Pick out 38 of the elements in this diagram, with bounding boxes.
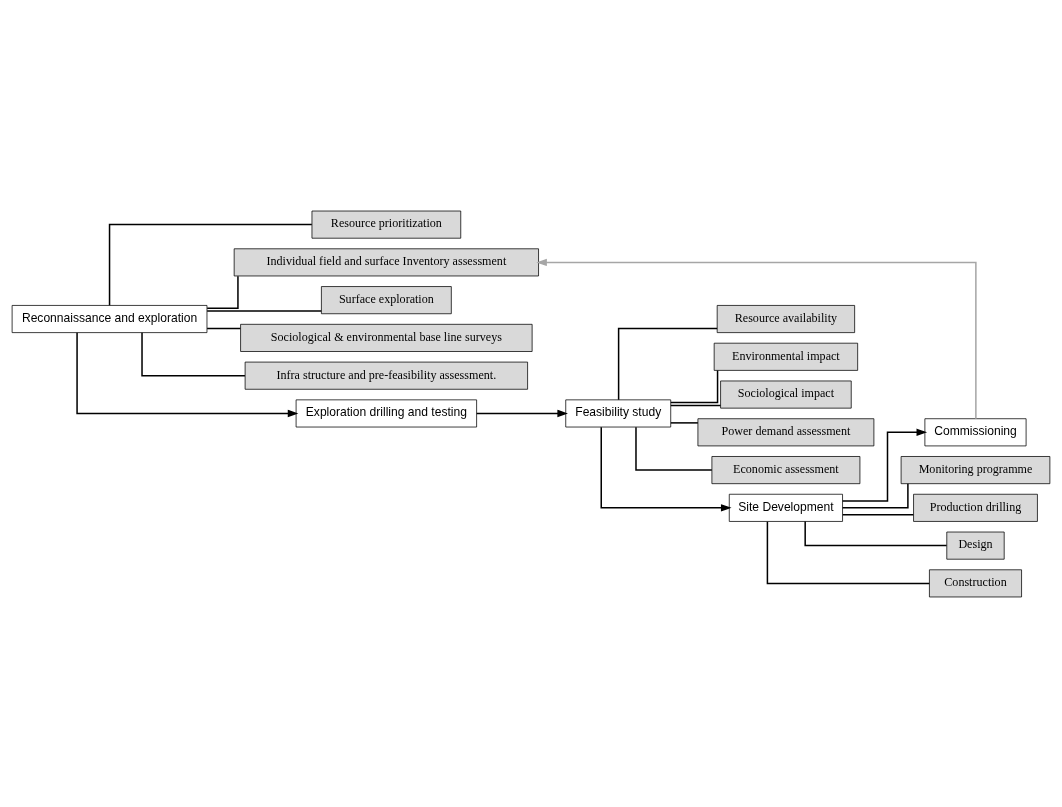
- connector: [617, 327, 718, 401]
- arrow: [841, 428, 928, 502]
- node-box: Resource availability: [716, 304, 856, 333]
- node-box: Resource prioritization: [311, 210, 462, 239]
- connector: [108, 223, 313, 306]
- arrow: [475, 409, 568, 417]
- connector: [635, 425, 713, 471]
- node-box: Power demand assessment: [697, 417, 875, 446]
- node-box: Surface exploration: [321, 285, 452, 314]
- connector: [141, 331, 246, 376]
- node-box: Environmental impact: [713, 342, 859, 371]
- connector: [670, 404, 722, 406]
- node-box: Sociological & environmental base line surveys: [240, 323, 533, 352]
- arrow: [600, 425, 732, 512]
- connector: [841, 482, 909, 509]
- node-box: Production drilling: [913, 493, 1038, 522]
- node-box: Site Development: [728, 493, 843, 522]
- node-box: Exploration drilling and testing: [295, 398, 477, 427]
- connector: [842, 513, 915, 515]
- node-box: Feasibility study: [565, 398, 672, 427]
- arrow: [76, 331, 299, 417]
- node-box: Design: [946, 531, 1005, 560]
- connector: [766, 520, 931, 584]
- node-box: Economic assessment: [711, 455, 861, 484]
- arrow: [536, 258, 977, 419]
- node-box: Reconnaissance and exploration: [11, 304, 208, 333]
- connector: [206, 309, 322, 312]
- connector: [206, 274, 239, 309]
- node-box: Infra structure and pre-feasibility assessment.: [244, 361, 528, 390]
- node-box: Sociological impact: [720, 380, 852, 409]
- node-box: Commissioning: [924, 417, 1027, 446]
- node-box: Monitoring programme: [900, 455, 1051, 484]
- node-box: Construction: [929, 568, 1022, 597]
- connector: [670, 421, 699, 424]
- connector: [206, 327, 242, 329]
- connector: [670, 369, 719, 403]
- connector: [804, 520, 948, 546]
- node-box: Individual field and surface Inventory assessment: [233, 247, 539, 276]
